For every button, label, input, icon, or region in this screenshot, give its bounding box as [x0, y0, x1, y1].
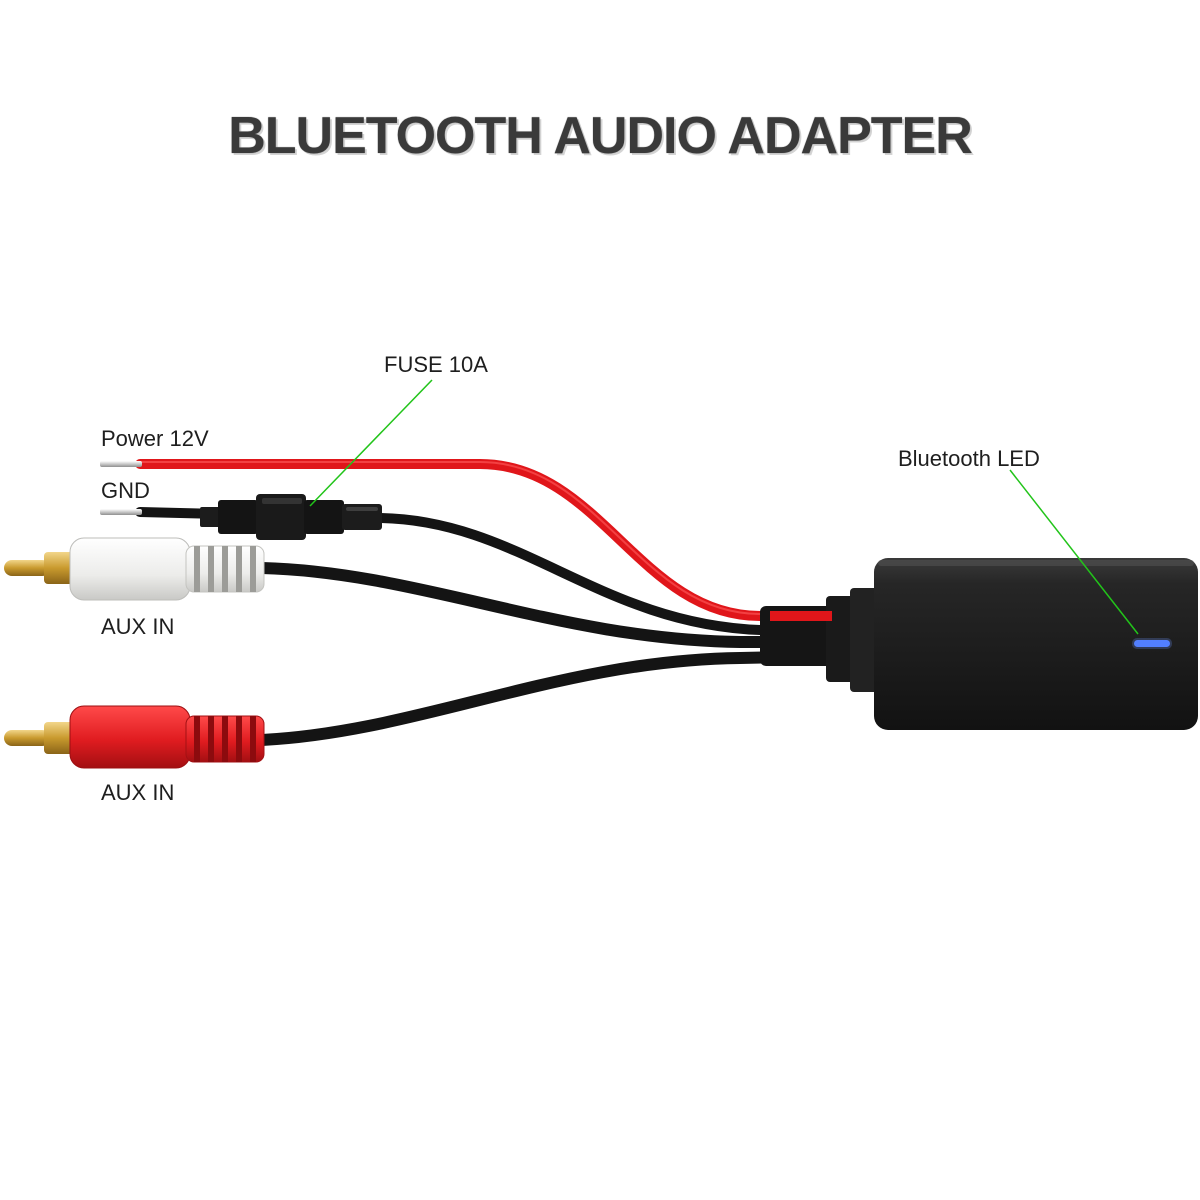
rca-plug-red	[4, 705, 265, 769]
aux-cable-red	[256, 650, 838, 746]
bluetooth-module	[874, 558, 1198, 730]
page-title: BLUETOOTH AUDIO ADAPTER	[228, 107, 973, 165]
aux-in-white-label: AUX IN	[101, 614, 175, 639]
gnd-wire-tip	[100, 509, 142, 515]
fuse-leader-line	[309, 379, 433, 507]
led-leader-line	[1009, 469, 1139, 635]
fuse-holder	[200, 494, 382, 540]
gnd-cable	[100, 494, 837, 635]
power-label: Power 12V	[101, 426, 209, 451]
bluetooth-led-indicator	[1134, 640, 1170, 647]
fuse-label: FUSE 10A	[384, 352, 488, 377]
power-wire-tip	[100, 461, 142, 467]
rca-pin-red	[4, 730, 50, 746]
aux-cable-white	[256, 562, 838, 648]
cable-bundle	[760, 588, 880, 692]
bluetooth-led-label: Bluetooth LED	[898, 446, 1040, 471]
rca-plug-white	[4, 537, 265, 601]
rca-pin-white	[4, 560, 50, 576]
gnd-label: GND	[101, 478, 150, 503]
power-wire	[100, 459, 837, 621]
aux-in-red-label: AUX IN	[101, 780, 175, 805]
